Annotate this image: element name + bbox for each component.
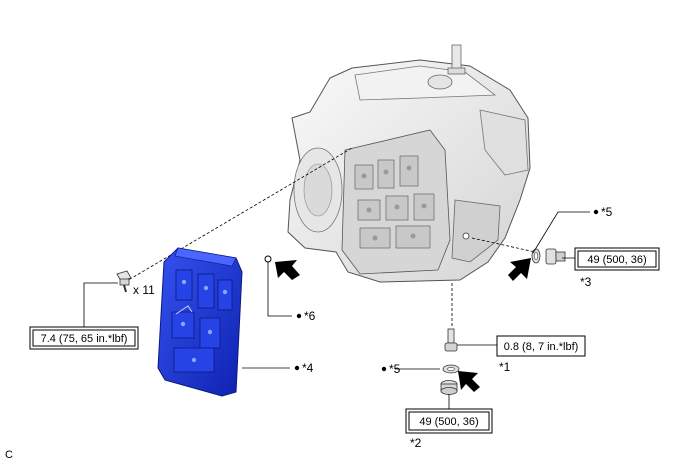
alignment-lines	[124, 147, 536, 328]
leader-lines	[83, 211, 590, 409]
callout-star6: *6	[304, 309, 316, 323]
torque-value-plug-right: 49 (500, 36)	[587, 254, 646, 266]
gasket-part-right	[531, 248, 541, 264]
corner-label: C	[5, 449, 13, 461]
torque-value-bolt: 7.4 (75, 65 in.*lbf)	[41, 333, 128, 345]
callout-dots	[294, 209, 599, 372]
torque-box-bolt: 7.4 (75, 65 in.*lbf)	[29, 326, 139, 350]
o-ring-part	[264, 255, 272, 263]
plug-part-right	[545, 248, 566, 265]
torque-box-plug-right: 49 (500, 36)	[574, 247, 660, 271]
torque-value-screw: 0.8 (8, 7 in.*lbf)	[504, 341, 579, 353]
gasket-part-bottom	[442, 364, 460, 374]
callout-star5-top: *5	[601, 205, 613, 219]
torque-box-screw: 0.8 (8, 7 in.*lbf)	[496, 335, 586, 357]
quantity-label: x 11	[133, 283, 155, 297]
bolt-part	[116, 270, 132, 293]
valve-body-assembly	[157, 247, 243, 397]
callout-star4: *4	[302, 361, 314, 375]
arrow-icon-o-ring	[275, 260, 300, 280]
torque-value-plug-bottom: 49 (500, 36)	[419, 416, 478, 428]
callout-star3: *3	[580, 275, 592, 289]
callout-star5-bottom: *5	[389, 362, 401, 376]
callout-star1: *1	[499, 360, 511, 374]
torque-box-plug-bottom: 49 (500, 36)	[405, 408, 493, 434]
transaxle-assembly	[287, 44, 531, 283]
callout-star2: *2	[410, 436, 422, 450]
arrow-icon-gasket-right	[508, 258, 531, 281]
arrow-icon-gasket-bottom	[458, 371, 480, 392]
screw-part	[444, 328, 458, 352]
plug-part-bottom	[440, 380, 458, 395]
